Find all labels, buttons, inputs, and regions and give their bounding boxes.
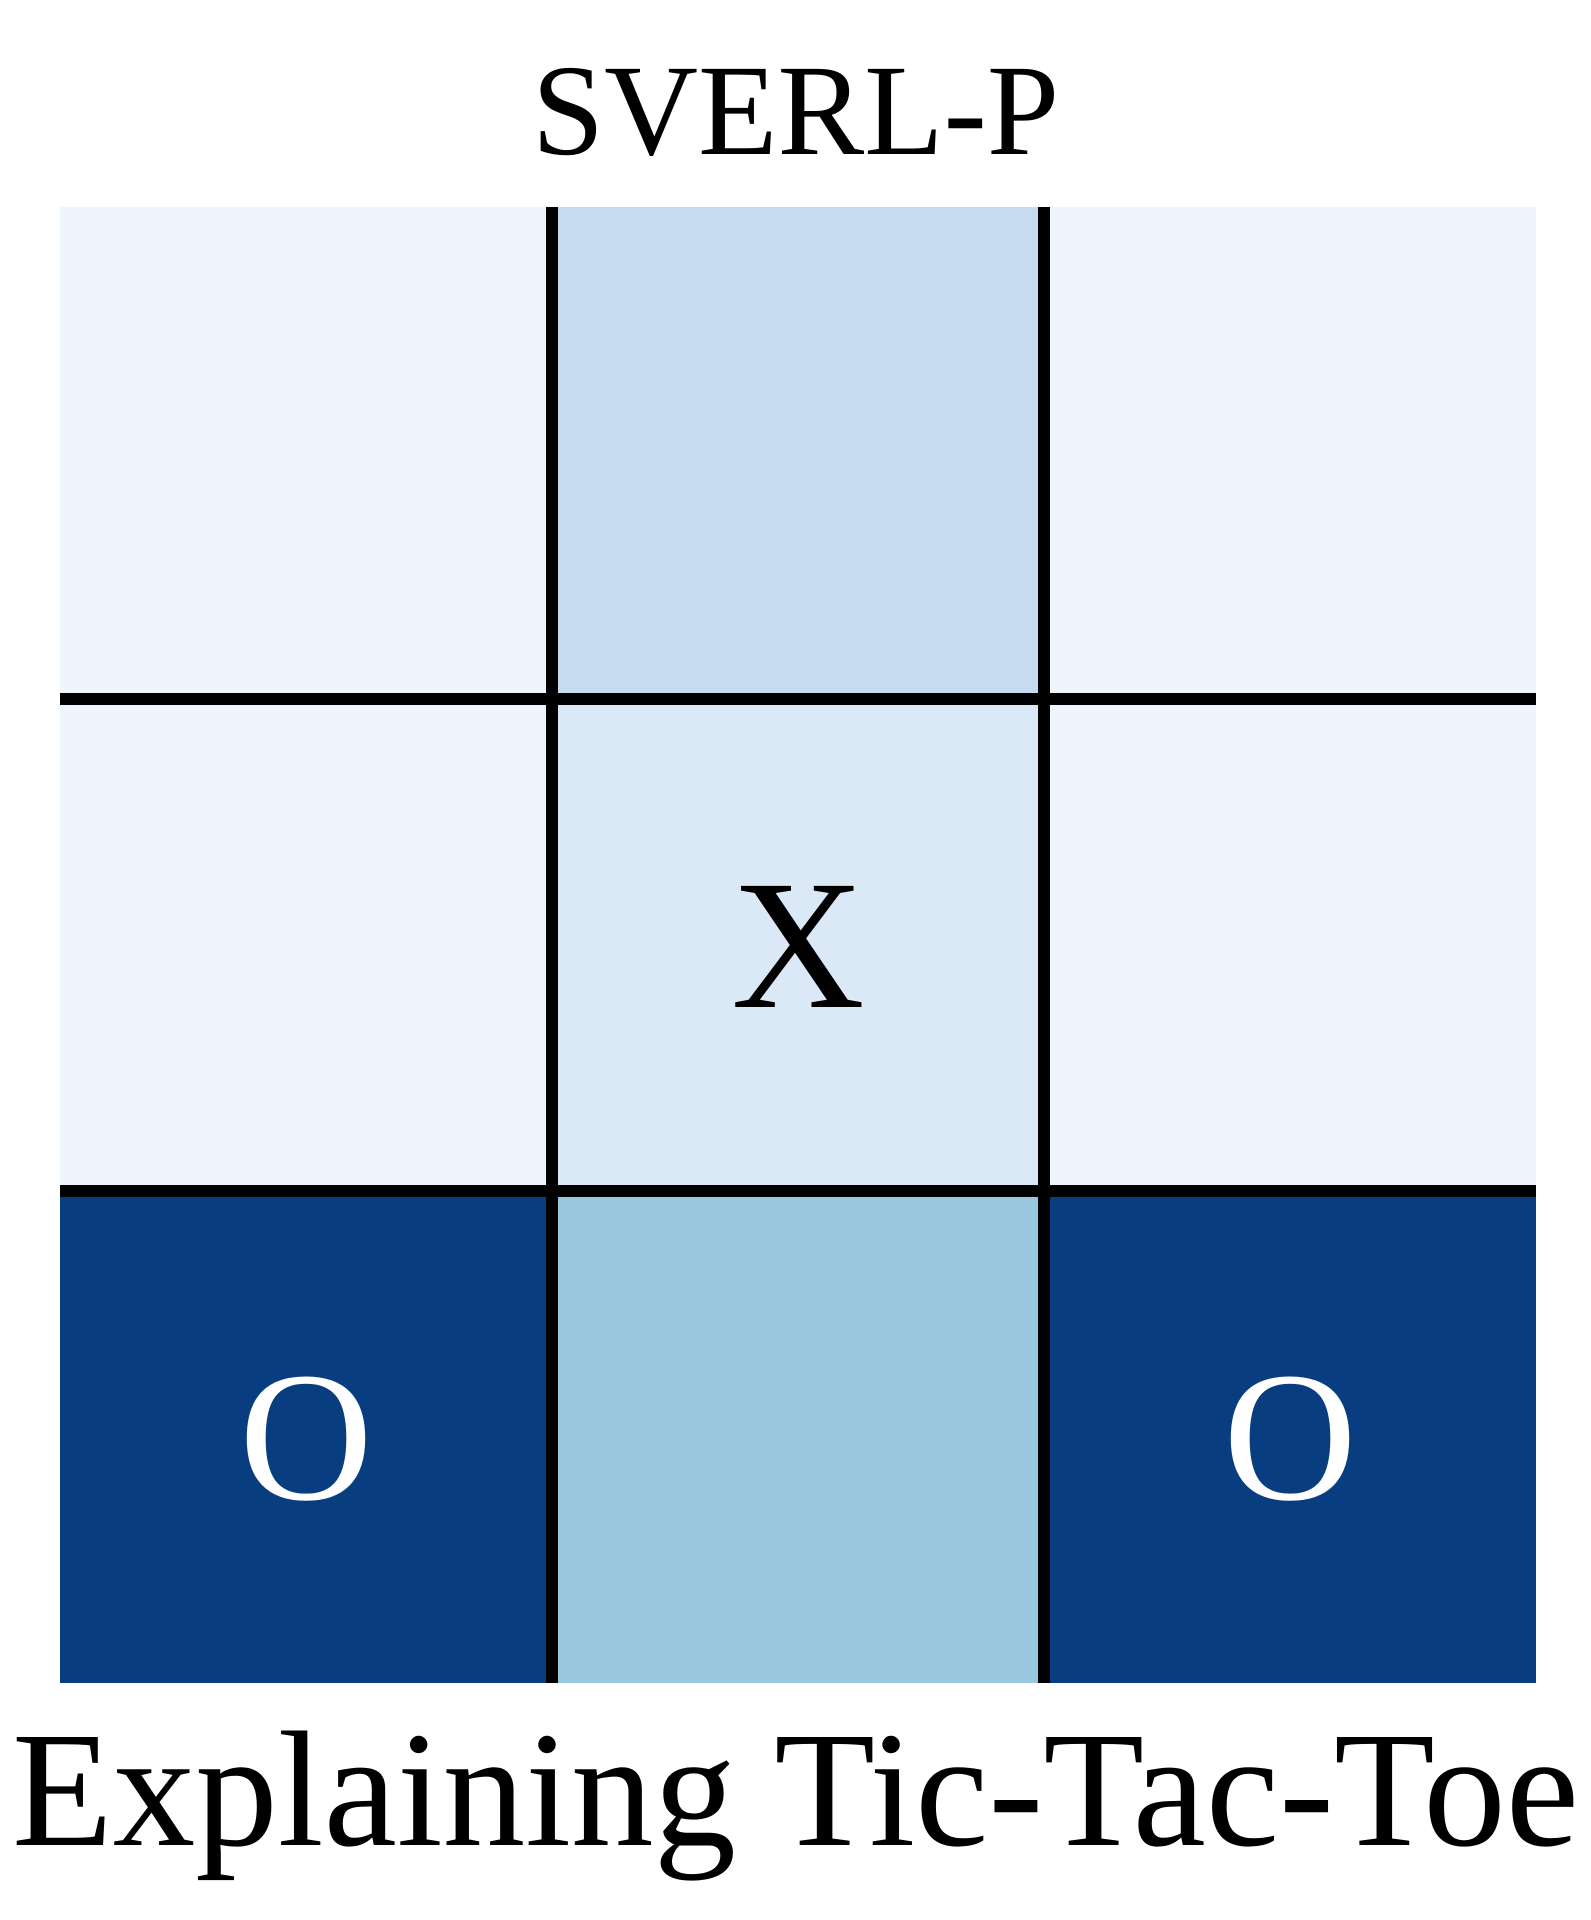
board-cell-r1-c3 [1044,207,1536,699]
diagram-caption: Explaining Tic-Tac-Toe [11,1698,1580,1881]
grid-line-horizontal [60,693,1536,705]
board-cell-r2-c3 [1044,699,1536,1191]
board-cell-r3-c3: O [1044,1191,1536,1683]
cell-mark: X [731,842,865,1048]
board-cell-r2-c2: X [552,699,1044,1191]
board-cell-r1-c2 [552,207,1044,699]
cell-mark: O [1223,1334,1357,1540]
tic-tac-toe-board: X O O [60,207,1536,1683]
board-cell-r3-c1: O [60,1191,552,1683]
board-cell-r2-c1 [60,699,552,1191]
board-cell-r1-c1 [60,207,552,699]
grid-line-horizontal [60,1185,1536,1197]
grid-line-vertical [546,207,558,1683]
diagram-title: SVERL-P [531,39,1060,183]
cell-mark: O [239,1334,373,1540]
board-cell-r3-c2 [552,1191,1044,1683]
grid-line-vertical [1038,207,1050,1683]
